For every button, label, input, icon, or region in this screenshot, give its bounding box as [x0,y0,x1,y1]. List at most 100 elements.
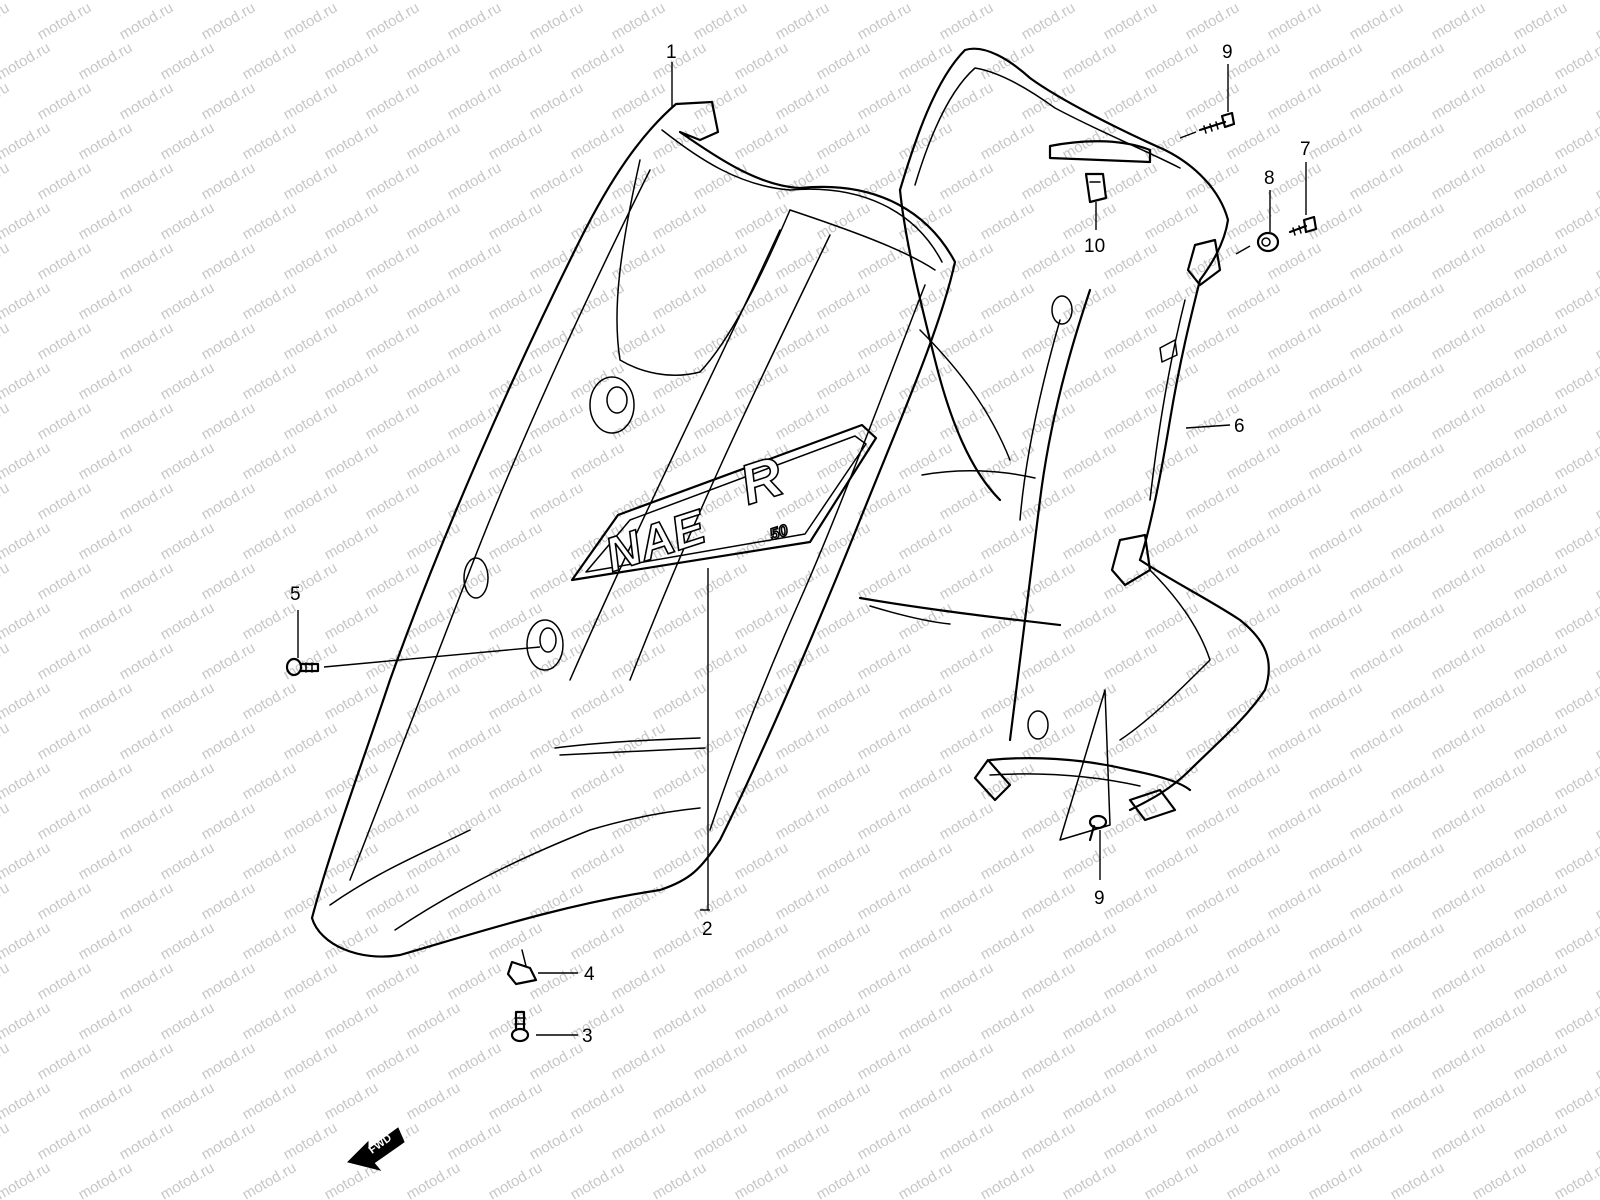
watermark-text: motod.ru [1019,239,1079,283]
speed-nut-part-4 [506,949,538,986]
watermark-text: motod.ru [773,719,833,763]
watermark-text: motod.ru [1388,39,1448,83]
watermark-text: motod.ru [773,799,833,843]
watermark-text: motod.ru [896,519,956,563]
watermark-text: motod.ru [814,999,874,1043]
watermark-text: motod.ru [322,39,382,83]
screw-part-9-upper [1198,111,1236,134]
watermark-text: motod.ru [1470,119,1530,163]
watermark-text: motod.ru [35,399,95,443]
watermark-text: motod.ru [158,359,218,403]
watermark-text: motod.ru [1183,479,1243,523]
watermark-text: motod.ru [158,1079,218,1123]
watermark-text: motod.ru [1101,399,1161,443]
watermark-text: motod.ru [1347,79,1407,123]
watermark-text: motod.ru [199,399,259,443]
watermark-text: motod.ru [773,959,833,1003]
watermark-text: motod.ru [1593,0,1600,43]
watermark-text: motod.ru [732,39,792,83]
watermark-text: motod.ru [855,1039,915,1083]
watermark-text: motod.ru [1183,719,1243,763]
watermark-text: motod.ru [691,239,751,283]
watermark-text: motod.ru [1265,719,1325,763]
watermark-text: motod.ru [732,599,792,643]
watermark-text: motod.ru [1183,559,1243,603]
watermark-text: motod.ru [650,1079,710,1123]
watermark-text: motod.ru [322,679,382,723]
watermark-text: motod.ru [527,79,587,123]
watermark-text: motod.ru [76,599,136,643]
watermark-text: motod.ru [937,159,997,203]
watermark-text: motod.ru [240,839,300,883]
callout-labels: 1 2 3 4 5 6 7 8 9 9 10 [290,42,1311,1047]
watermark-text: motod.ru [732,279,792,323]
watermark-text: motod.ru [1142,359,1202,403]
watermark-text: motod.ru [0,1079,53,1123]
watermark-text: motod.ru [1388,919,1448,963]
watermark-text: motod.ru [978,679,1038,723]
watermark-text: motod.ru [1224,759,1284,803]
watermark-text: motod.ru [199,239,259,283]
watermark-text: motod.ru [199,1119,259,1163]
watermark-text: motod.ru [1593,799,1600,843]
watermark-text: motod.ru [937,0,997,43]
watermark-text: motod.ru [1142,439,1202,483]
watermark-text: motod.ru [117,959,177,1003]
watermark-text: motod.ru [773,399,833,443]
watermark-text: motod.ru [199,159,259,203]
watermark-text: motod.ru [1347,1119,1407,1163]
watermark-text: motod.ru [35,319,95,363]
watermark-text: motod.ru [1552,679,1600,723]
watermark-text: motod.ru [1101,879,1161,923]
watermark-text: motod.ru [1470,1079,1530,1123]
watermark-text: motod.ru [0,439,53,483]
nut-part-8 [1256,231,1280,253]
watermark-text: motod.ru [650,999,710,1043]
watermark-text: motod.ru [240,1079,300,1123]
watermark-text: motod.ru [404,439,464,483]
watermark-text: motod.ru [0,239,12,283]
leader-lines [297,62,1307,1036]
watermark-text: motod.ru [1347,799,1407,843]
watermark-text: motod.ru [650,1159,710,1200]
watermark-text: motod.ru [1593,559,1600,603]
watermark-text: motod.ru [363,319,423,363]
watermark-text: motod.ru [691,159,751,203]
watermark-text: motod.ru [609,639,669,683]
watermark-text: motod.ru [732,999,792,1043]
callout-5: 5 [290,584,301,605]
watermark-text: motod.ru [855,879,915,923]
watermark-text: motod.ru [404,119,464,163]
watermark-text: motod.ru [1470,279,1530,323]
watermark-text: motod.ru [937,1039,997,1083]
watermark-text: motod.ru [978,1159,1038,1200]
watermark-text: motod.ru [158,759,218,803]
watermark-text: motod.ru [527,319,587,363]
watermark-text: motod.ru [609,239,669,283]
watermark-text: motod.ru [1347,959,1407,1003]
watermark-text: motod.ru [568,599,628,643]
watermark-text: motod.ru [1019,879,1079,923]
watermark-text: motod.ru [855,799,915,843]
watermark-text: motod.ru [35,639,95,683]
watermark-text: motod.ru [158,679,218,723]
watermark-text: motod.ru [1552,999,1600,1043]
screw-part-5 [285,657,320,677]
watermark-text: motod.ru [0,1039,12,1083]
watermark-text: motod.ru [35,159,95,203]
watermark-text: motod.ru [568,679,628,723]
watermark-text: motod.ru [199,799,259,843]
watermark-text: motod.ru [1593,719,1600,763]
watermark-text: motod.ru [0,0,53,3]
watermark-text: motod.ru [1593,79,1600,123]
watermark-text: motod.ru [199,879,259,923]
watermark-text: motod.ru [1429,0,1489,43]
watermark-text: motod.ru [1265,0,1325,43]
watermark-text: motod.ru [1183,319,1243,363]
watermark-text: motod.ru [1511,479,1571,523]
watermark-text: motod.ru [1511,1119,1571,1163]
watermark-text: motod.ru [1593,159,1600,203]
watermark-text: motod.ru [486,599,546,643]
watermark-text: motod.ru [650,679,710,723]
